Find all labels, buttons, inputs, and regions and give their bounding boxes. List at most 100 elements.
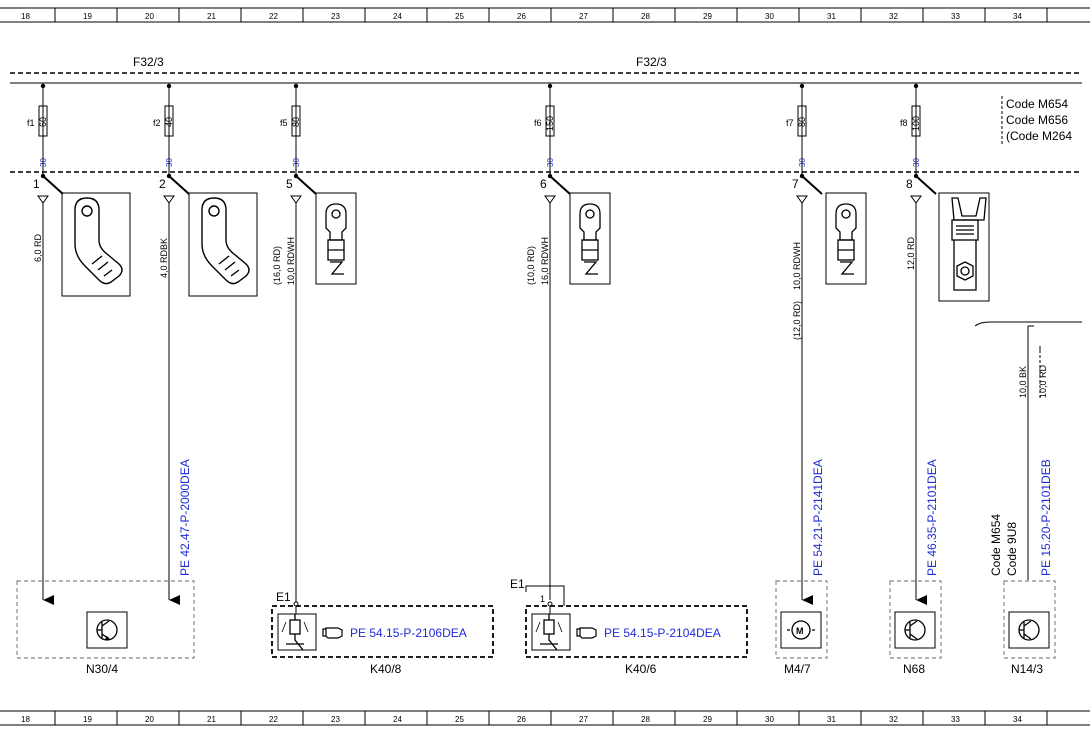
pin-number: 7 <box>792 177 799 191</box>
ruler-number: 26 <box>517 715 526 724</box>
connector-picture-8 <box>938 192 990 302</box>
fuse-symbol-icon[interactable]: 150 <box>545 104 555 138</box>
pin-number: 1 <box>33 177 40 191</box>
fuse-rating: 60 <box>38 117 48 127</box>
component-n14-3[interactable]: N14/3 <box>1003 580 1056 676</box>
ring-cable-lug-icon <box>201 197 250 285</box>
fuse-symbol-icon[interactable]: 60 <box>38 104 48 138</box>
ruler-number: 32 <box>889 12 898 21</box>
ruler-number: 18 <box>21 715 30 724</box>
connector-picture-7 <box>825 192 867 285</box>
fuse-rating: 80 <box>797 117 807 127</box>
reference-link-m4-7[interactable]: PE 54.21-P-2141DEA <box>811 459 825 576</box>
ruler-number: 26 <box>517 12 526 21</box>
ruler-number: 30 <box>765 715 774 724</box>
hand-pointer-icon[interactable] <box>576 627 597 639</box>
ruler-number: 34 <box>1013 715 1022 724</box>
ruler-number: 33 <box>951 715 960 724</box>
relay-icon <box>535 614 563 651</box>
wire-label-alt: (12,0 RD) <box>792 301 802 340</box>
ruler-number: 21 <box>207 715 216 724</box>
component-k40-6[interactable]: PE 54.15-P-2104DEA K40/6 E1 1 <box>510 577 748 676</box>
fuse-symbol-icon[interactable]: 80 <box>797 104 807 138</box>
fuse-symbol-icon[interactable]: 40 <box>164 104 174 138</box>
component-m4-7[interactable]: M M4/7 <box>775 580 828 676</box>
ruler-number: 21 <box>207 12 216 21</box>
component-k40-8[interactable]: PE 54.15-P-2106DEA K40/8 E1 <box>271 590 494 676</box>
motor-icon: M <box>787 620 815 640</box>
fuse-id: f1 <box>27 118 35 128</box>
fuse-rating: 100 <box>911 116 921 131</box>
ruler-number: 22 <box>269 12 278 21</box>
ruler-number: 29 <box>703 715 712 724</box>
ring-cable-lug-icon <box>325 203 347 275</box>
svg-text:M: M <box>796 626 804 636</box>
branch-wire-group: 10,0 BK 10,0 RD <box>974 321 1082 580</box>
pin-number: 6 <box>540 177 547 191</box>
fuse-id: f8 <box>900 118 908 128</box>
connector-picture-6 <box>569 192 611 285</box>
transistor-icon <box>904 619 926 641</box>
relay-icon <box>281 614 309 651</box>
component-n30-4[interactable]: N30/4 <box>16 580 195 676</box>
ruler-number: 29 <box>703 12 712 21</box>
ruler-number: 22 <box>269 715 278 724</box>
wire-label: 10,0 RDWH <box>286 237 296 285</box>
transistor-icon <box>1018 619 1040 641</box>
ruler-number: 24 <box>393 715 402 724</box>
component-label-m4-7: M4/7 <box>784 662 811 676</box>
ruler-number: 19 <box>83 715 92 724</box>
code-lower-2: Code 9U8 <box>1005 522 1019 576</box>
reference-link-n14-3[interactable]: PE 15.20-P-2101DEB <box>1039 459 1053 576</box>
ruler-number: 34 <box>1013 12 1022 21</box>
ring-cable-lug-icon <box>835 203 857 275</box>
transistor-icon <box>96 619 118 641</box>
ground-label-e1-left: E1 <box>276 590 291 604</box>
fuse-id: f7 <box>786 118 794 128</box>
component-n68[interactable]: N68 <box>889 580 942 676</box>
ruler-number: 23 <box>331 12 340 21</box>
component-label-n14-3: N14/3 <box>1011 662 1043 676</box>
fuse-group-label-right: F32/3 <box>636 55 667 69</box>
reference-link-n68[interactable]: PE 46.35-P-2101DEA <box>925 459 939 576</box>
reference-link-n30-4[interactable]: PE 42.47-P-2000DEA <box>178 459 192 576</box>
fuse-id: f5 <box>280 118 288 128</box>
ruler-number: 28 <box>641 715 650 724</box>
connector-picture-1 <box>61 192 131 297</box>
code-line-1: Code M654 <box>1006 97 1068 111</box>
ruler-number: 23 <box>331 715 340 724</box>
pin-number: 2 <box>159 177 166 191</box>
ruler-number: 30 <box>765 12 774 21</box>
wire-label: 6,0 RD <box>33 233 43 262</box>
ruler-number: 31 <box>827 12 836 21</box>
pin-number: 8 <box>906 177 913 191</box>
ruler-number: 27 <box>579 715 588 724</box>
fuse-id: f6 <box>534 118 542 128</box>
reference-link-k40-8[interactable]: PE 54.15-P-2106DEA <box>350 626 467 640</box>
branch-wire-label-primary: 10,0 BK <box>1018 366 1028 398</box>
reference-link-k40-6[interactable]: PE 54.15-P-2104DEA <box>604 626 721 640</box>
ruler-number: 19 <box>83 12 92 21</box>
connector-picture-5 <box>315 192 357 285</box>
fuse-id: f2 <box>153 118 161 128</box>
wire-label-alt: (10,0 RD) <box>526 246 536 285</box>
wire-label: 4,0 RDBK <box>159 238 169 278</box>
fuse-rating: 40 <box>164 117 174 127</box>
code-line-2: Code M656 <box>1006 113 1068 127</box>
ground-label-e1-right: E1 <box>510 577 525 591</box>
component-label-n30-4: N30/4 <box>86 662 118 676</box>
hand-pointer-icon[interactable] <box>322 627 343 639</box>
component-label-n68: N68 <box>903 662 925 676</box>
ring-cable-lug-icon <box>74 197 123 285</box>
bolt-terminal-icon <box>951 197 987 291</box>
fuse-symbol-icon[interactable]: 80 <box>291 104 301 138</box>
fuse-symbol-icon[interactable]: 100 <box>911 104 921 138</box>
